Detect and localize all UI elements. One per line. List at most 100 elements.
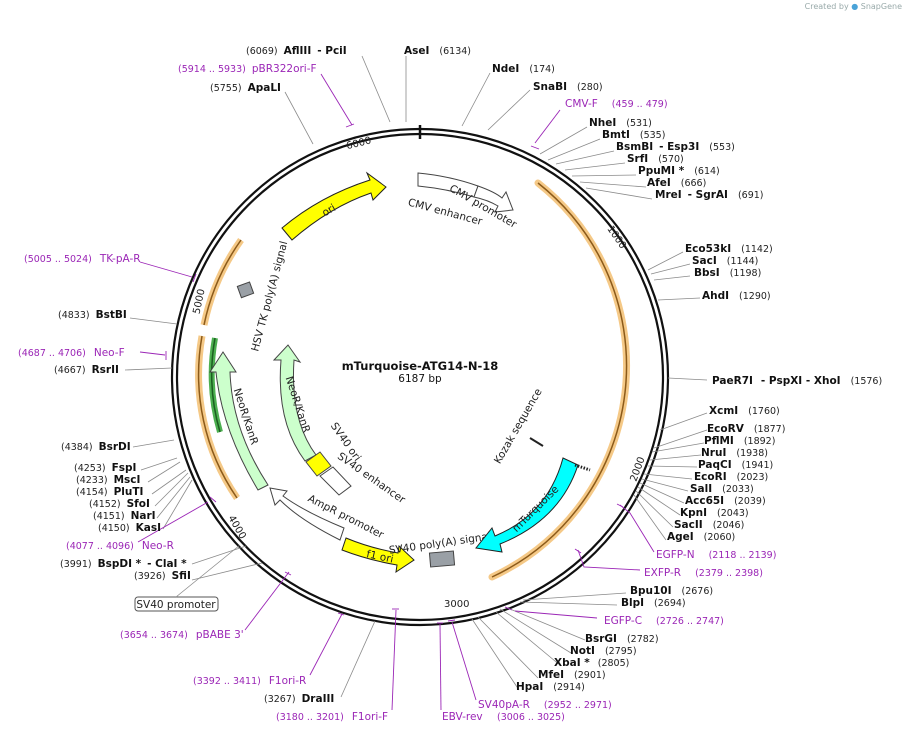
f1-ori-label: f1 ori xyxy=(365,548,394,565)
neo-outer-arrow xyxy=(209,351,269,491)
enzyme-labels: (6069)AflIII- PciI AseI(6134) NdeI(174) … xyxy=(54,45,882,705)
tick-5000: 5000 xyxy=(192,288,208,315)
plasmid-size: 6187 bp xyxy=(398,373,442,385)
enzyme-bspDI: (3991)BspDI *- ClaI * xyxy=(60,558,187,570)
enzyme-sacII: SacII(2046) xyxy=(674,519,744,531)
primer-cmv-f: CMV-F(459 .. 479) xyxy=(565,98,668,110)
enzyme-xcmI: XcmI(1760) xyxy=(709,405,780,417)
enzyme-blpI: BlpI(2694) xyxy=(621,597,686,609)
enzyme-ecoRI: EcoRI(2023) xyxy=(694,471,768,483)
leaders xyxy=(124,55,708,698)
sv40-ori-box xyxy=(305,451,332,477)
primer-f1ori-f: (3180 .. 3201)F1ori-F xyxy=(276,711,388,723)
neo-inner-arrow xyxy=(272,344,317,462)
primer-f1ori-r: (3392 .. 3411)F1ori-R xyxy=(193,675,306,687)
enzyme-bstBI: (4833)BstBI xyxy=(58,309,127,321)
enzyme-mfeI: MfeI(2901) xyxy=(538,669,606,681)
credit-prefix: Created by xyxy=(804,2,849,11)
enzyme-aflIII: (6069)AflIII- PciI xyxy=(246,45,347,57)
enzyme-bsrGI: BsrGI(2782) xyxy=(585,633,659,645)
enzyme-bmtI: BmtI(535) xyxy=(602,129,665,141)
enzyme-bsrDI: (4384)BsrDI xyxy=(61,441,131,453)
primer-pbabe3: (3654 .. 3674)pBABE 3' xyxy=(120,629,244,641)
enzyme-acc65I: Acc65I(2039) xyxy=(685,495,766,507)
enzyme-ndeI: NdeI(174) xyxy=(492,63,555,75)
ori-arrow xyxy=(281,171,387,241)
hsv-tk-polya-box xyxy=(236,281,255,299)
primer-neo-r: (4077 .. 4096)Neo-R xyxy=(66,540,174,552)
enzyme-sacI: SacI(1144) xyxy=(692,255,758,267)
orf-arc-upper-left xyxy=(200,237,244,326)
enzyme-kasI: (4150)KasI xyxy=(98,522,161,534)
enzyme-sfoI: (4152)SfoI xyxy=(89,498,150,510)
orf-arc-atg14 xyxy=(488,179,631,581)
enzyme-ahdI: AhdI(1290) xyxy=(702,290,771,302)
credit-brand: SnapGene xyxy=(860,2,902,11)
mturquoise-label: mTurquoise xyxy=(510,483,561,534)
kozak-label: Kozak sequence xyxy=(492,387,545,466)
primer-neo-f: (4687 .. 4706)Neo-F xyxy=(18,347,125,359)
enzyme-bbsI: BbsI(1198) xyxy=(694,267,761,279)
enzyme-bpu10I: Bpu10I(2676) xyxy=(630,585,713,597)
orf-arc-neo-green-core xyxy=(210,337,221,433)
hsv-tk-label: HSV TK poly(A) signal xyxy=(249,240,290,353)
tick-6000: 6000 xyxy=(345,135,372,152)
enzyme-bsmBI: BsmBI- Esp3I(553) xyxy=(616,141,735,153)
enzyme-hpaI: HpaI(2914) xyxy=(516,681,585,693)
primer-leaders xyxy=(137,73,655,711)
enzyme-fspI: (4253)FspI xyxy=(74,462,136,474)
plasmid-name: mTurquoise-ATG14-N-18 xyxy=(342,359,499,373)
primer-tk-pa-r: (5005 .. 5024)TK-pA-R xyxy=(24,253,141,265)
enzyme-paqCI: PaqCI(1941) xyxy=(698,459,773,471)
enzyme-ppuMI: PpuMI *(614) xyxy=(638,165,720,177)
primer-sv40pa-r: SV40pA-R(2952 .. 2971) xyxy=(478,699,612,711)
enzyme-nheI: NheI(531) xyxy=(589,117,652,129)
enzyme-aseI: AseI(6134) xyxy=(404,45,471,57)
enzyme-mreI: MreI- SgrAI(691) xyxy=(655,189,764,201)
primer-egfp-c: EGFP-C(2726 .. 2747) xyxy=(604,615,724,627)
tick-3000: 3000 xyxy=(444,599,469,610)
orf-arc-left-core xyxy=(197,335,238,499)
enzyme-nruI: NruI(1938) xyxy=(701,447,768,459)
mturquoise-arrow xyxy=(475,457,579,553)
primer-pbr322ori-f: (5914 .. 5933)pBR322ori-F xyxy=(178,63,317,75)
enzyme-sfiI: (3926)SfiI xyxy=(134,570,191,582)
enzyme-narI: (4151)NarI xyxy=(93,510,156,522)
enzyme-rsrII: (4667)RsrII xyxy=(54,364,119,376)
enzyme-xbaI: XbaI *(2805) xyxy=(554,657,629,669)
sv40-promoter-label: SV40 promoter xyxy=(136,599,216,611)
enzyme-paeR7I: PaeR7I- PspXI - XhoI(1576) xyxy=(712,375,882,387)
enzyme-snaBI: SnaBI(280) xyxy=(533,81,603,93)
enzyme-pluTI: (4154)PluTI xyxy=(76,486,143,498)
enzyme-pflMI: PflMI(1892) xyxy=(704,435,775,447)
enzyme-ecoRV: EcoRV(1877) xyxy=(707,423,785,435)
orf-arc-atg14-core xyxy=(491,182,628,578)
snapgene-logo-icon: ● xyxy=(851,2,859,11)
ampr-promoter-arrow xyxy=(269,487,345,541)
primer-ebv-rev: EBV-rev xyxy=(442,711,483,723)
enzyme-mscI: (4233)MscI xyxy=(76,474,140,486)
sv40-enhancer-box xyxy=(319,466,352,496)
enzyme-salI: SalI(2033) xyxy=(690,483,754,495)
primer-exfp-r: EXFP-R(2379 .. 2398) xyxy=(644,567,763,579)
enzyme-kpnI: KpnI(2043) xyxy=(680,507,749,519)
primer-labels: (5914 .. 5933)pBR322ori-F CMV-F(459 .. 4… xyxy=(18,63,776,723)
enzyme-apaLI: (5755)ApaLI xyxy=(210,82,281,94)
sv40-polya-box xyxy=(428,550,456,568)
sv40-enhancer-label: SV40 enhancer xyxy=(335,450,408,506)
ori-label: ori xyxy=(320,202,338,219)
enzyme-afeI: AfeI(666) xyxy=(647,177,706,189)
cmv-promoter-arrow xyxy=(473,185,514,213)
enzyme-notI: NotI(2795) xyxy=(570,645,637,657)
enzyme-draIII: (3267)DraIII xyxy=(264,693,334,705)
orf-arc-upper-left-core xyxy=(203,239,242,326)
mturquoise-hatch xyxy=(574,463,591,472)
kozak-mark xyxy=(529,437,544,447)
primer-egfp-n: EGFP-N(2118 .. 2139) xyxy=(656,549,776,561)
snapgene-credit: Created by ● SnapGene xyxy=(805,2,902,11)
primer-ebv-rev-range: (3006 .. 3025) xyxy=(497,712,565,723)
enzyme-eco53kI: Eco53kI(1142) xyxy=(685,243,773,255)
enzyme-ageI: AgeI(2060) xyxy=(667,531,735,543)
f1-ori-arrow xyxy=(341,537,415,574)
